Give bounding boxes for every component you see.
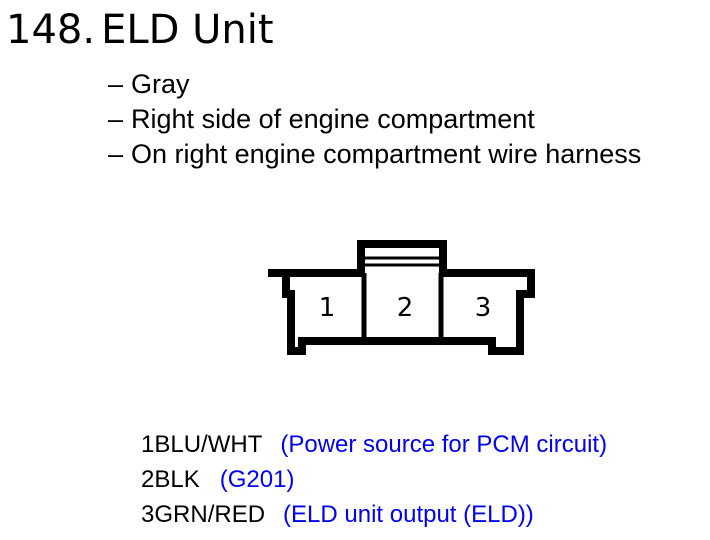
pin-label-1: 1 xyxy=(319,293,336,323)
pin-description: (G201) xyxy=(219,466,295,493)
detail-text: Right side of engine compartment xyxy=(131,104,535,134)
bullet-dash: – xyxy=(108,104,124,134)
detail-color: –Gray xyxy=(108,67,641,102)
pin-number: 2 xyxy=(141,466,155,493)
detail-text: Gray xyxy=(131,69,190,99)
connector-outline xyxy=(268,240,535,355)
pin-label-3: 3 xyxy=(475,293,492,323)
pin-assignment-list: 1BLU/WHT (Power source for PCM circuit) 2… xyxy=(141,427,607,532)
component-name: ELD Unit xyxy=(101,7,274,53)
pin-description: (ELD unit output (ELD)) xyxy=(283,501,534,528)
pin-row: 2BLK (G201) xyxy=(141,462,607,497)
detail-list: –Gray –Right side of engine compartment … xyxy=(108,67,641,172)
pin-label-2: 2 xyxy=(397,293,414,323)
pin-description: (Power source for PCM circuit) xyxy=(280,431,608,458)
page-title: 148.ELD Unit xyxy=(6,4,274,56)
wire-color: GRN/RED xyxy=(154,501,266,528)
detail-harness: –On right engine compartment wire harnes… xyxy=(108,137,641,172)
detail-location: –Right side of engine compartment xyxy=(108,102,641,137)
pin-number: 1 xyxy=(141,431,155,458)
wire-color: BLU/WHT xyxy=(154,431,263,458)
component-number: 148. xyxy=(6,7,96,53)
bullet-dash: – xyxy=(108,139,124,169)
pin-row: 1BLU/WHT (Power source for PCM circuit) xyxy=(141,427,607,462)
wire-color: BLK xyxy=(154,466,200,493)
detail-text: On right engine compartment wire harness xyxy=(131,139,642,169)
pin-row: 3GRN/RED (ELD unit output (ELD)) xyxy=(141,497,607,532)
pin-number: 3 xyxy=(141,501,155,528)
bullet-dash: – xyxy=(108,69,124,99)
